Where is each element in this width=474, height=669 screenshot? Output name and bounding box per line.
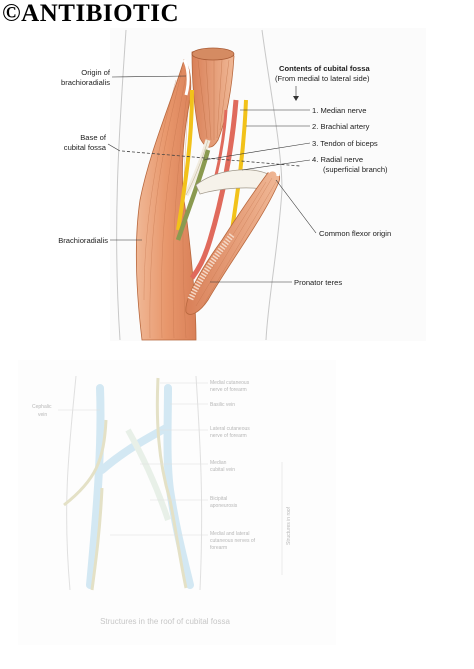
- bottom-label-right-6: cubital vein: [210, 467, 235, 473]
- common-flexor-tendon: [266, 168, 280, 177]
- down-arrow-icon: [293, 96, 299, 101]
- label-radial-branch: (superficial branch): [323, 165, 388, 174]
- cubital-fossa-figure: Origin of brachioradialis Base of cubita…: [58, 28, 426, 341]
- label-base-line2: cubital fossa: [64, 143, 107, 152]
- bottom-label-right-3: Lateral cutaneous: [210, 426, 250, 432]
- bottom-label-right-0: Medial cutaneous: [210, 380, 250, 386]
- bottom-label-right-2: Basilic vein: [210, 402, 235, 408]
- label-tendon-biceps: 3. Tendon of biceps: [312, 139, 378, 148]
- radial-nerve: [230, 99, 248, 231]
- roof-of-cubital-fossa-figure: Cephalic vein Medial cutaneous nerve of …: [18, 360, 336, 645]
- arm-outline-medial: [116, 29, 127, 341]
- tendon-of-biceps-band: [175, 149, 211, 241]
- watermark-text: ©ANTIBIOTIC: [2, 0, 179, 27]
- label-brachial-artery: 2. Brachial artery: [312, 122, 370, 131]
- bottom-leader-lines: [58, 382, 283, 575]
- label-radial-nerve: 4. Radial nerve: [312, 155, 363, 164]
- bottom-panel: [18, 360, 336, 645]
- label-common-flexor: Common flexor origin: [319, 229, 391, 238]
- lateral-cutaneous-nerve: [63, 419, 108, 507]
- basilic-vein: [163, 384, 194, 589]
- bottom-label-right-10: cutaneous nerves of: [210, 538, 256, 544]
- leader-lines: [107, 75, 317, 283]
- biceps-fibres: [197, 59, 230, 141]
- bottom-label-right-1: nerve of forearm: [210, 387, 247, 393]
- label-brachioradialis: Brachioradialis: [58, 236, 108, 245]
- arm-outline-lateral: [261, 29, 283, 341]
- label-base-line1: Base of: [80, 133, 107, 142]
- lateral-nerve-lower: [90, 487, 104, 591]
- contents-subheading: (From medial to lateral side): [275, 74, 370, 83]
- contents-heading: Contents of cubital fossa: [279, 64, 370, 73]
- label-origin-line2: brachioradialis: [61, 78, 110, 87]
- bottom-label-right-8: aponeurosis: [210, 503, 238, 509]
- pronator-dotted-band: [187, 233, 235, 302]
- bottom-outline-left: [66, 375, 77, 591]
- bottom-label-right-11: forearm: [210, 545, 227, 551]
- brachial-artery: [189, 99, 239, 280]
- label-median-nerve: 1. Median nerve: [312, 106, 366, 115]
- bottom-outline-right: [195, 375, 203, 591]
- bottom-vertical-label: Structures in roof: [286, 506, 292, 545]
- bottom-label-left-1: Cephalic: [32, 404, 52, 410]
- label-pronator-teres: Pronator teres: [294, 278, 342, 287]
- bottom-label-right-7: Bicipital: [210, 496, 227, 502]
- bottom-label-right-5: Median: [210, 460, 227, 466]
- bottom-label-left-2: vein: [38, 412, 47, 418]
- label-origin-line1: Origin of: [81, 68, 111, 77]
- bottom-label-right-4: nerve of forearm: [210, 433, 247, 439]
- bottom-caption: Structures in the roof of cubital fossa: [100, 617, 230, 626]
- bicipital-aponeurosis-faint: [125, 428, 171, 521]
- biceps-cut-surface: [191, 47, 235, 61]
- brachioradialis-origin-tendon: [182, 59, 190, 96]
- cephalic-vein: [86, 384, 105, 589]
- median-nerve: [176, 89, 194, 231]
- pronator-teres-muscle: [185, 169, 280, 315]
- bottom-label-right-9: Medial and lateral: [210, 531, 249, 537]
